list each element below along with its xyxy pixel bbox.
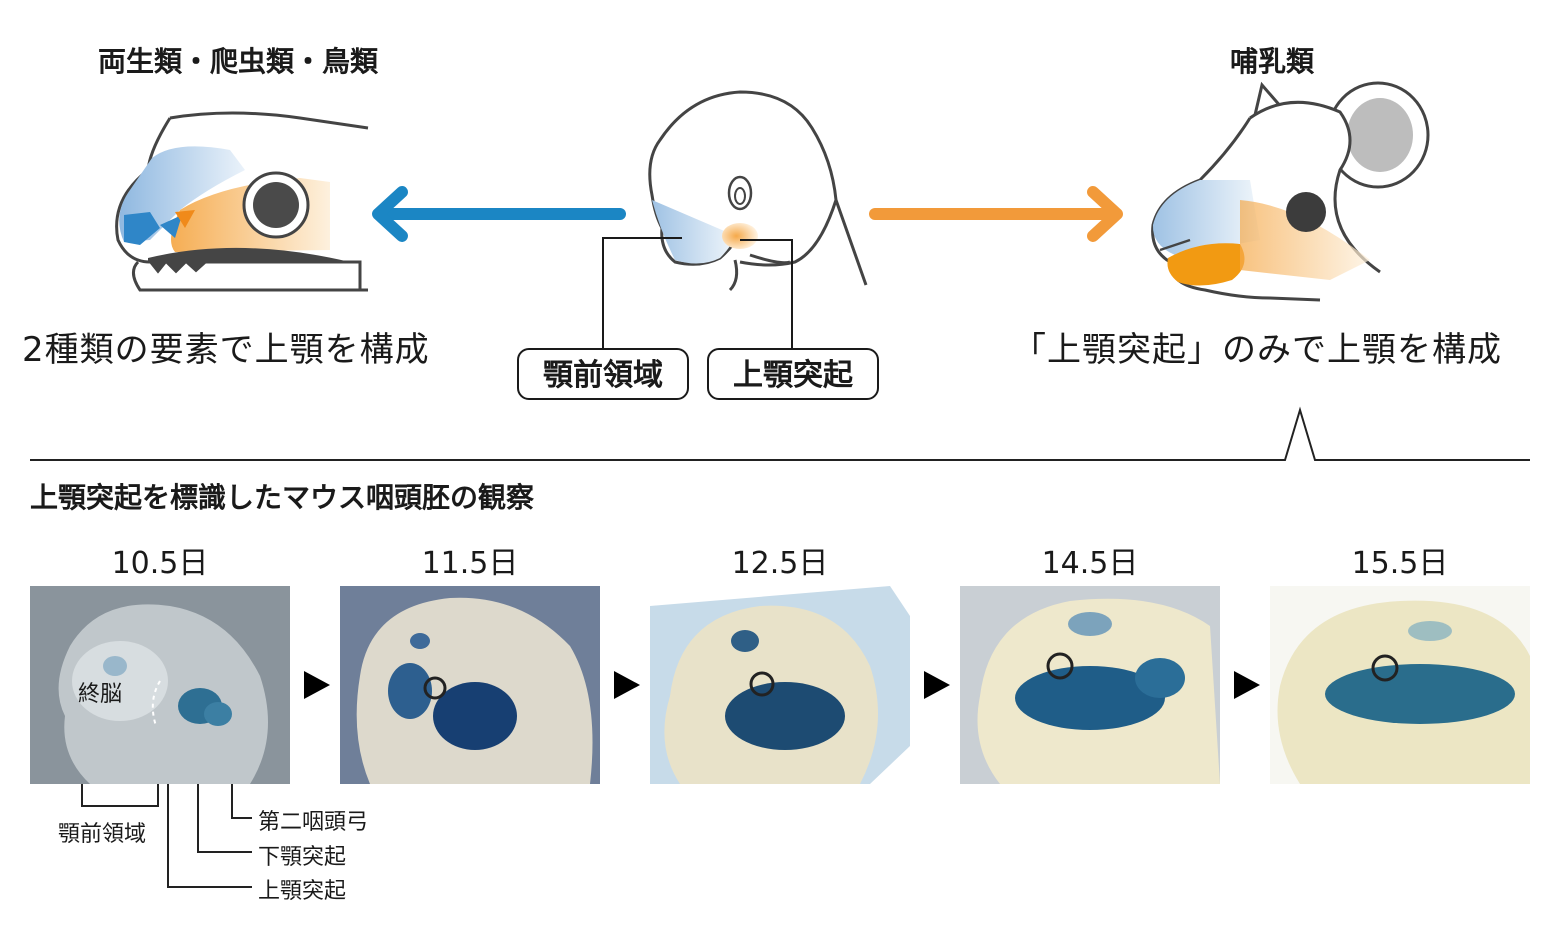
- day-label: 11.5日: [421, 546, 519, 581]
- reptile-head-illustration: [115, 111, 369, 292]
- maxillary-annotation: 上顎突起: [258, 879, 347, 904]
- maxillary-box-label: 上顎突起: [707, 348, 879, 400]
- day-label: 14.5日: [1041, 546, 1139, 581]
- day-label: 12.5日: [731, 546, 829, 581]
- embryo-photo-day-15-5: [1270, 586, 1530, 784]
- reptile-caption: 2種類の要素で上顎を構成: [22, 330, 430, 370]
- observation-title: 上顎突起を標識したマウス咽頭胚の観察: [30, 481, 535, 514]
- embryo-photo-day-11-5: [340, 586, 600, 784]
- next-arrow-icon: [614, 671, 640, 699]
- second-arch-annotation: 第二咽頭弓: [258, 810, 369, 835]
- mammal-caption: 「上顎突起」のみで上顎を構成: [1012, 330, 1502, 370]
- day-label: 10.5日: [111, 546, 209, 581]
- mammal-group-label: 哺乳類: [1230, 45, 1315, 78]
- arrow-to-reptile: [372, 186, 626, 242]
- forebrain-annotation: 終脳: [78, 682, 123, 707]
- next-arrow-icon: [304, 671, 330, 699]
- section-separator: [30, 406, 1530, 461]
- premandibular-annotation: 顎前領域: [58, 822, 147, 847]
- next-arrow-icon: [1234, 671, 1260, 699]
- next-arrow-icon: [924, 671, 950, 699]
- reptile-group-label: 両生類・爬虫類・鳥類: [98, 45, 379, 78]
- premandibular-box-label: 顎前領域: [517, 348, 689, 400]
- embryo-photo-day-10-5: [30, 586, 290, 784]
- embryo-photo-day-12-5: [650, 586, 910, 784]
- arrow-to-mammal: [869, 186, 1123, 242]
- embryo-photo-day-14-5: [960, 586, 1220, 784]
- embryo-illustration: [602, 90, 868, 348]
- mandibular-annotation: 下顎突起: [258, 845, 347, 870]
- mouse-head-illustration: [1151, 81, 1430, 302]
- day-label: 15.5日: [1351, 546, 1449, 581]
